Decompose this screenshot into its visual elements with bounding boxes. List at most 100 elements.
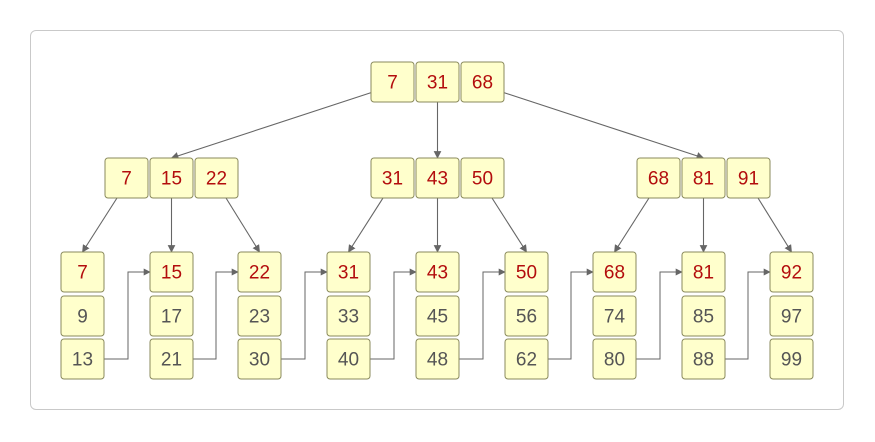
key-label: 91 xyxy=(738,169,759,190)
key-cell: 7 xyxy=(370,61,415,103)
key-cell: 7 xyxy=(104,157,149,199)
leaf-separator-key: 50 xyxy=(504,251,549,293)
key-label: 81 xyxy=(693,263,714,284)
leaf-key: 97 xyxy=(769,295,814,337)
key-box xyxy=(460,157,505,199)
leaf-sibling-link xyxy=(370,268,417,360)
key-label: 81 xyxy=(693,169,714,190)
key-label: 31 xyxy=(382,169,403,190)
leaf-separator-key: 43 xyxy=(415,251,460,293)
leaf-key: 85 xyxy=(681,295,726,337)
key-cell: 81 xyxy=(681,157,726,199)
key-label: 31 xyxy=(338,263,359,284)
key-label: 9 xyxy=(77,307,88,328)
key-label: 97 xyxy=(781,307,802,328)
key-label: 13 xyxy=(72,350,93,371)
key-cell: 31 xyxy=(415,61,460,103)
tree-edges xyxy=(82,91,792,253)
key-box xyxy=(237,251,282,293)
edge-internal-to-leaf xyxy=(757,197,792,253)
key-label: 43 xyxy=(427,263,448,284)
key-cell: 68 xyxy=(460,61,505,103)
key-box xyxy=(370,157,415,199)
key-cell: 43 xyxy=(415,157,460,199)
key-label: 22 xyxy=(249,263,270,284)
key-box xyxy=(104,157,149,199)
key-box xyxy=(237,295,282,337)
leaf-separator-key: 92 xyxy=(769,251,814,293)
key-label: 7 xyxy=(121,169,132,190)
leaf-separator-key: 22 xyxy=(237,251,282,293)
leaf-separator-key: 68 xyxy=(592,251,637,293)
key-box xyxy=(60,251,105,293)
key-label: 30 xyxy=(249,350,270,371)
key-cell: 22 xyxy=(194,157,239,199)
key-label: 43 xyxy=(427,169,448,190)
key-label: 50 xyxy=(516,263,537,284)
key-label: 40 xyxy=(338,350,359,371)
leaf-separator-key: 15 xyxy=(149,251,194,293)
leaf-sibling-link xyxy=(725,268,771,360)
leaf-node: 92 97 99 xyxy=(769,251,814,380)
key-box xyxy=(726,157,771,199)
key-label: 17 xyxy=(161,307,182,328)
key-label: 88 xyxy=(693,350,714,371)
edge-internal-to-leaf xyxy=(82,197,118,253)
key-label: 45 xyxy=(427,307,448,328)
key-box xyxy=(60,338,105,380)
leaf-key: 80 xyxy=(592,338,637,380)
key-box xyxy=(681,338,726,380)
key-box xyxy=(415,338,460,380)
key-label: 74 xyxy=(604,307,626,328)
leaf-key: 23 xyxy=(237,295,282,337)
key-box xyxy=(681,295,726,337)
leaf-separator-key: 7 xyxy=(60,251,105,293)
leaf-sibling-link xyxy=(193,268,239,360)
leaf-key: 30 xyxy=(237,338,282,380)
key-label: 99 xyxy=(781,350,802,371)
leaf-key: 62 xyxy=(504,338,549,380)
key-label: 22 xyxy=(206,169,227,190)
key-label: 62 xyxy=(516,350,537,371)
leaf-sibling-link xyxy=(459,268,506,360)
internal-node: 31 43 50 xyxy=(370,157,505,199)
leaf-key: 21 xyxy=(149,338,194,380)
leaf-key: 74 xyxy=(592,295,637,337)
leaf-key: 45 xyxy=(415,295,460,337)
leaf-node: 43 45 48 xyxy=(415,251,460,380)
edge-root-to-internal xyxy=(170,91,374,160)
leaf-sibling-link xyxy=(636,268,683,360)
key-box xyxy=(415,251,460,293)
leaf-node: 31 33 40 xyxy=(326,251,371,380)
key-box xyxy=(769,295,814,337)
key-label: 7 xyxy=(77,263,88,284)
key-label: 33 xyxy=(338,307,359,328)
leaf-node: 15 17 21 xyxy=(149,251,194,380)
key-label: 50 xyxy=(472,169,493,190)
edge-internal-to-leaf xyxy=(614,197,650,253)
key-box xyxy=(504,295,549,337)
key-box xyxy=(149,251,194,293)
key-box xyxy=(636,157,681,199)
leaf-sibling-link xyxy=(104,268,151,360)
key-label: 92 xyxy=(781,263,802,284)
key-box xyxy=(415,61,460,103)
leaf-links xyxy=(104,268,771,360)
key-cell: 15 xyxy=(149,157,194,199)
leaf-key: 9 xyxy=(60,295,105,337)
key-box xyxy=(370,61,415,103)
key-box xyxy=(592,338,637,380)
leaf-separator-key: 81 xyxy=(681,251,726,293)
key-box xyxy=(326,295,371,337)
key-box xyxy=(237,338,282,380)
key-cell: 50 xyxy=(460,157,505,199)
leaf-key: 13 xyxy=(60,338,105,380)
leaf-node: 81 85 88 xyxy=(681,251,726,380)
key-label: 48 xyxy=(427,350,448,371)
key-label: 31 xyxy=(427,73,448,94)
key-box xyxy=(415,157,460,199)
leaf-sibling-link xyxy=(548,268,594,360)
edge-root-to-internal xyxy=(501,91,705,160)
